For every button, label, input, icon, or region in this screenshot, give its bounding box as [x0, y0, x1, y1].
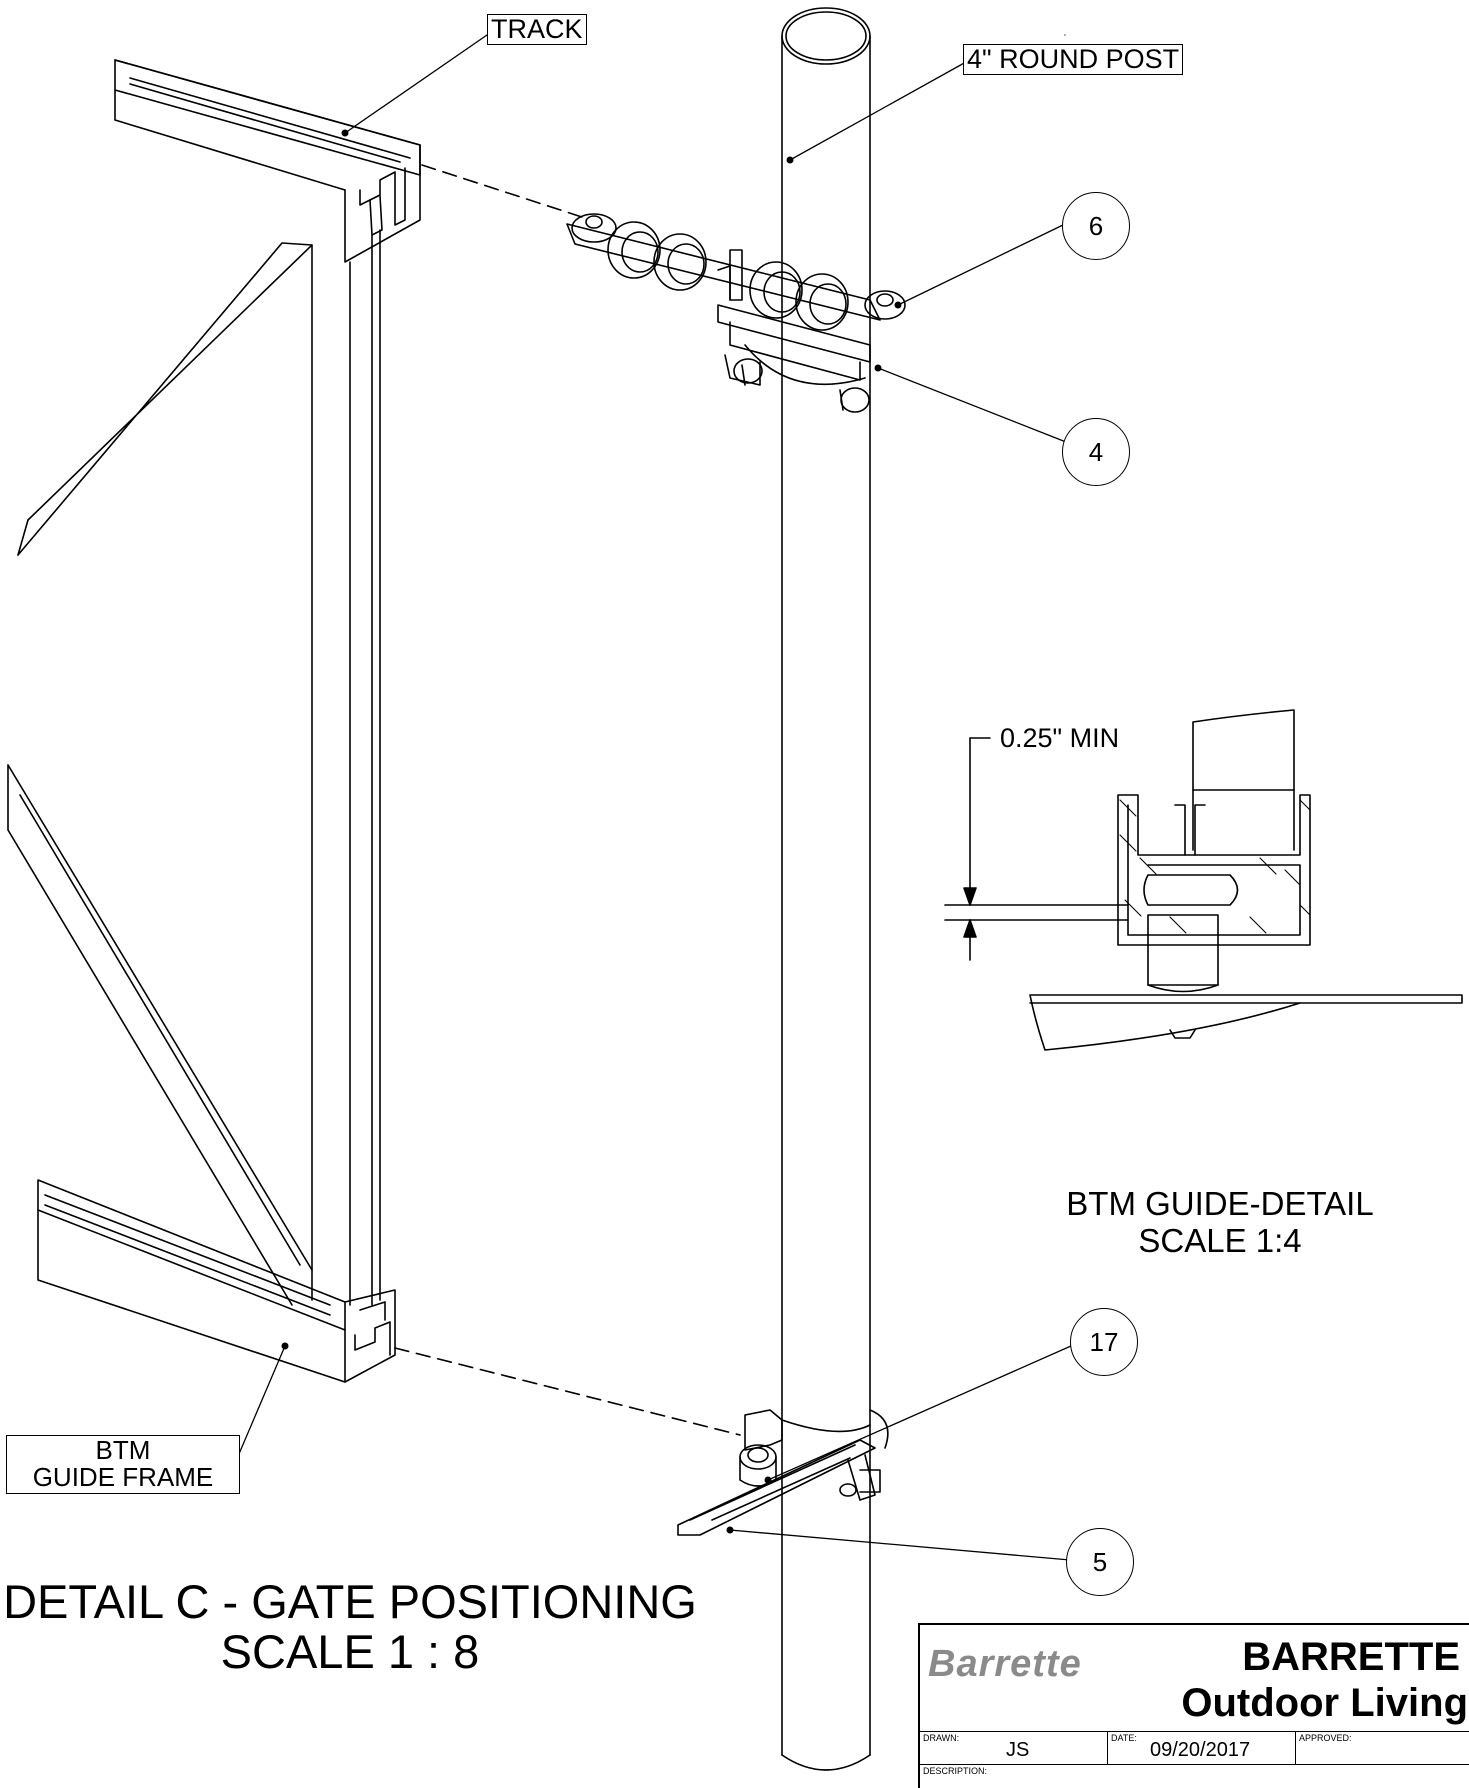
drawn-value: JS [1006, 1739, 1030, 1761]
top-roller-carriage [566, 213, 906, 413]
balloon-5: 5 [1066, 1528, 1134, 1596]
date-cell: DATE: 09/20/2017 [1108, 1731, 1296, 1764]
date-value: 09/20/2017 [1150, 1739, 1251, 1761]
guide-frame-line2: GUIDE FRAME [32, 1462, 214, 1493]
description-row: DESCRIPTION: [920, 1764, 1469, 1788]
drawn-cell: DRAWN: JS [920, 1731, 1108, 1764]
btm-guide-scale: SCALE 1:4 [1138, 1222, 1302, 1259]
balloon-17: 17 [1070, 1308, 1138, 1376]
company-name: BARRETTE [1242, 1635, 1460, 1679]
assembly-paths [394, 164, 741, 1436]
btm-guide-detail-view [944, 709, 1463, 1051]
approved-cell: APPROVED: [1296, 1731, 1469, 1764]
leader-lines [229, 34, 1081, 1561]
detail-c-title: DETAIL C - GATE POSITIONING [3, 1575, 697, 1628]
min-gap-dimension: 0.25" MIN [1000, 723, 1120, 753]
barrette-logo-text: Barrette [928, 1643, 1082, 1685]
leader-dots [281, 129, 902, 1534]
track-callout: TRACK [487, 14, 587, 45]
date-label: DATE: [1111, 1733, 1137, 1743]
guide-frame-callout: BTM GUIDE FRAME [6, 1435, 240, 1494]
gate-frame [7, 59, 421, 1383]
approved-label: APPROVED: [1299, 1733, 1352, 1743]
description-label: DESCRIPTION: [923, 1766, 988, 1776]
balloon-6: 6 [1062, 192, 1130, 260]
title-block-approval-row: DRAWN: JS DATE: 09/20/2017 APPROVED: [920, 1731, 1469, 1765]
title-block: Barrette BARRETTE Outdoor Living DRAWN: … [918, 1623, 1469, 1788]
detail-c-scale: SCALE 1 : 8 [220, 1625, 480, 1678]
drawn-label: DRAWN: [923, 1733, 960, 1743]
balloon-4: 4 [1062, 418, 1130, 486]
bottom-guide-bracket [677, 1409, 889, 1536]
guide-frame-line1: BTM [95, 1435, 151, 1465]
title-block-header: Barrette BARRETTE Outdoor Living [920, 1625, 1469, 1732]
post-callout: 4" ROUND POST [963, 44, 1184, 75]
btm-guide-title: BTM GUIDE-DETAIL [1066, 1185, 1374, 1222]
company-subtitle: Outdoor Living [1181, 1681, 1468, 1725]
